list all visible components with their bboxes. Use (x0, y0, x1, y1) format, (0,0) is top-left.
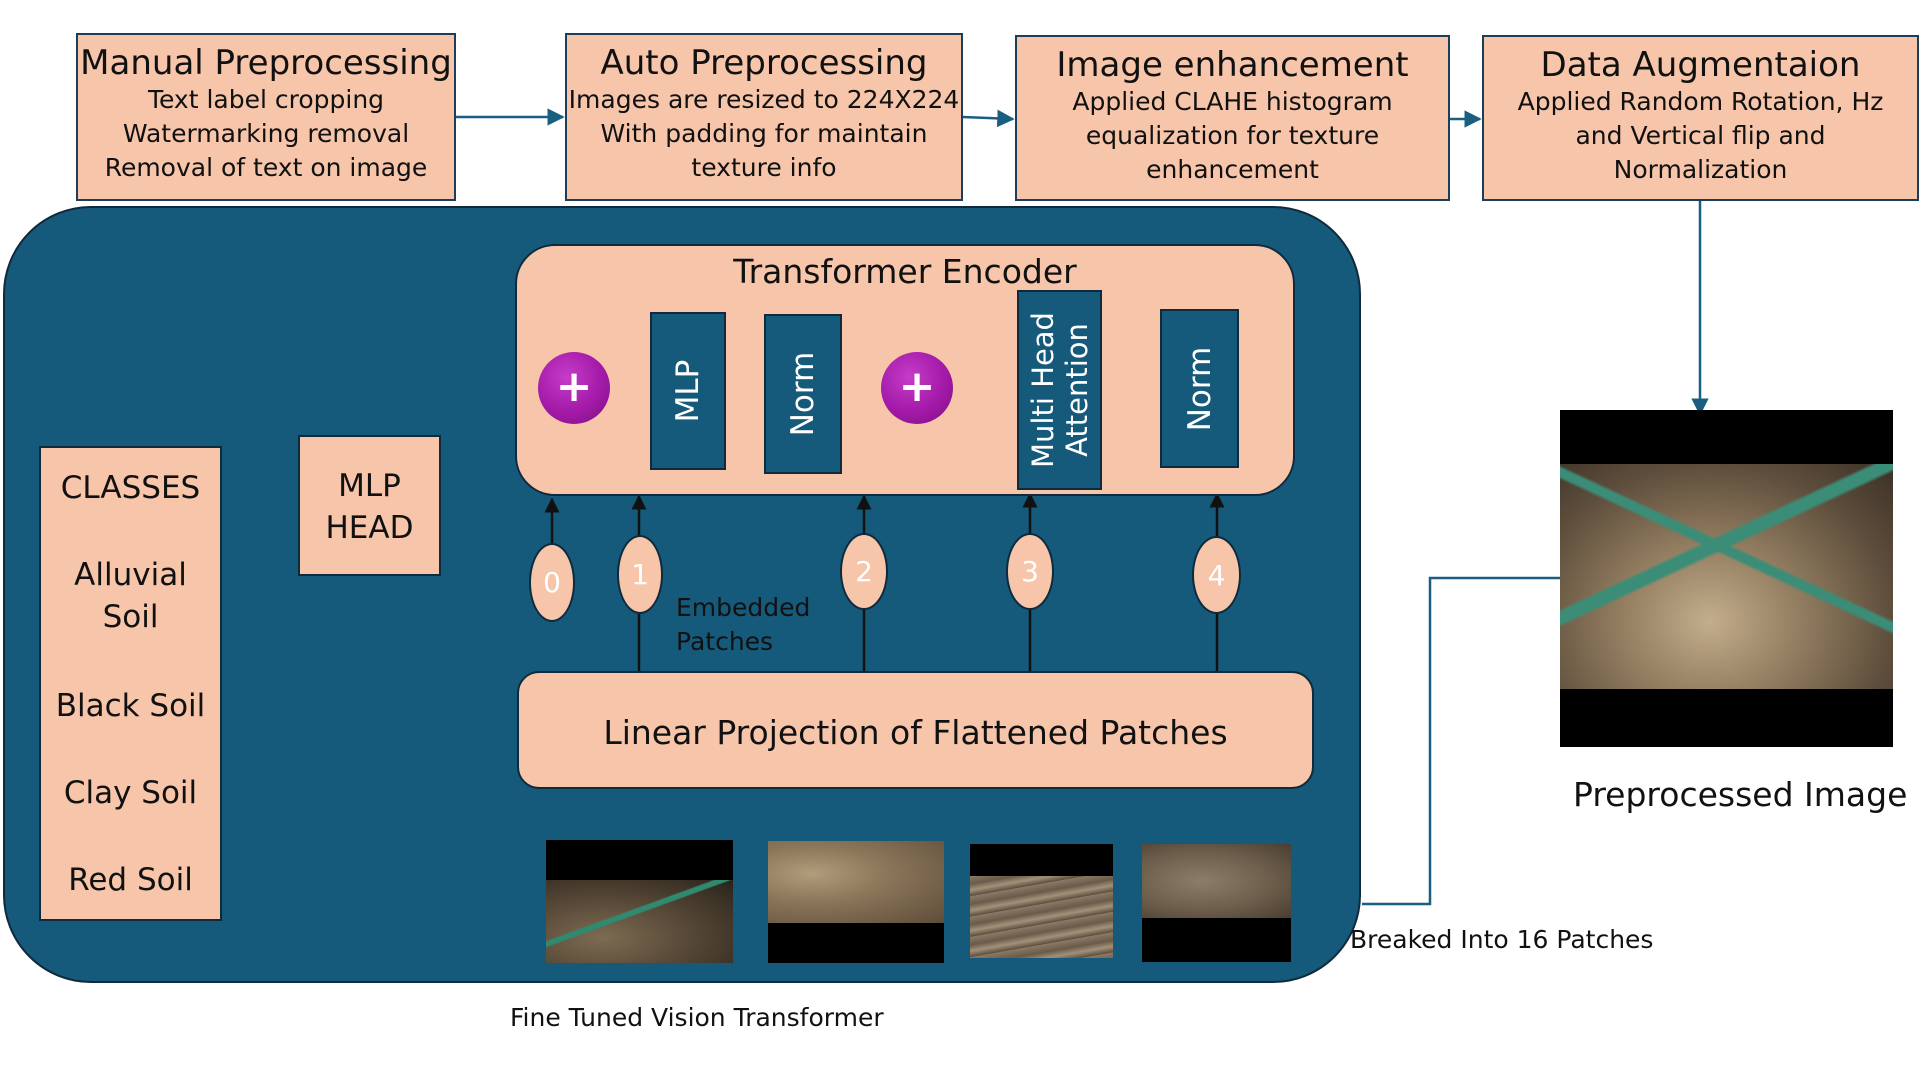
attention-label-text: Multi Head Attention (1025, 312, 1094, 468)
preprocessed-caption: Preprocessed Image (1573, 775, 1908, 814)
stage-line: texture info (691, 153, 837, 182)
patch-thumbnail-2 (768, 841, 944, 963)
stage-title: Auto Preprocessing (600, 43, 928, 83)
embedded-token-2: 2 (840, 533, 888, 610)
arrow-auto-to-enhance (962, 109, 1015, 128)
mlp-head-label: MLP HEAD (325, 468, 414, 546)
embedded-token-4: 4 (1192, 536, 1241, 614)
norm-block-label: Norm (1181, 346, 1218, 431)
embedded-token-3: 3 (1006, 533, 1054, 610)
mlp-block: MLP (650, 312, 726, 470)
patch-image-content (546, 880, 733, 963)
attention-block-label: Multi Head Attention (1026, 312, 1094, 468)
norm-block-label: Norm (785, 351, 821, 437)
stage-title: Data Augmentaion (1540, 45, 1861, 85)
patch-image-content (970, 876, 1113, 958)
stage-line: and Vertical flip and (1575, 121, 1826, 150)
linear-projection-label: Linear Projection of Flattened Patches (603, 713, 1228, 752)
embedded-token-0: 0 (529, 543, 575, 622)
class-item-black: Black Soil (55, 688, 206, 724)
stage-auto-preprocessing: Auto Preprocessing Images are resized to… (565, 33, 963, 201)
stage-line: Applied Random Rotation, Hz (1517, 87, 1884, 116)
stage-title: Image enhancement (1056, 45, 1409, 85)
patch-image-content (1142, 844, 1291, 918)
norm-block-1: Norm (1160, 309, 1239, 468)
stage-line: Images are resized to 224X224 (568, 85, 960, 114)
norm-block-2: Norm (764, 314, 842, 474)
patches-caption: Breaked Into 16 Patches (1350, 925, 1654, 954)
patch-image-content (768, 841, 944, 923)
encoder-title: Transformer Encoder (733, 252, 1077, 291)
embedded-token-1: 1 (617, 535, 663, 614)
class-item-alluvial: Alluvial Soil (74, 557, 187, 635)
classes-title: CLASSES (60, 470, 201, 506)
multi-head-attention-block: Multi Head Attention (1017, 290, 1102, 490)
stage-line: Watermarking removal (122, 119, 410, 148)
embedded-patches-label: Embedded Patches (676, 593, 811, 656)
residual-add-2: + (538, 352, 610, 424)
connector-image-to-patches (1362, 576, 1560, 906)
class-item-red: Red Soil (68, 862, 193, 898)
class-item-clay: Clay Soil (63, 775, 198, 811)
stage-line: With padding for maintain (600, 119, 928, 148)
stage-line: Text label cropping (147, 85, 385, 114)
mlp-head-block: MLP HEAD (298, 435, 441, 576)
patch-thumbnail-3 (970, 844, 1113, 958)
stage-line: Removal of text on image (104, 153, 428, 182)
stage-line: equalization for texture (1085, 121, 1380, 150)
preprocessed-image-content (1560, 464, 1893, 689)
stage-data-augmentation: Data Augmentaion Applied Random Rotation… (1482, 35, 1919, 201)
stage-title: Manual Preprocessing (80, 43, 452, 83)
stage-line: enhancement (1146, 155, 1319, 184)
stage-line: Applied CLAHE histogram (1072, 87, 1393, 116)
residual-add-1: + (881, 352, 953, 424)
patch-thumbnail-4 (1142, 844, 1291, 962)
vit-caption: Fine Tuned Vision Transformer (510, 1003, 884, 1032)
stage-line: Normalization (1613, 155, 1788, 184)
mlp-block-label: MLP (670, 359, 706, 423)
stage-image-enhancement: Image enhancement Applied CLAHE histogra… (1015, 35, 1450, 201)
patch-thumbnail-1 (546, 840, 733, 963)
classes-box: CLASSES Alluvial Soil Black Soil Clay So… (39, 446, 222, 921)
stage-manual-preprocessing: Manual Preprocessing Text label cropping… (76, 33, 456, 201)
preprocessed-image (1560, 410, 1893, 747)
linear-projection-block: Linear Projection of Flattened Patches (517, 671, 1314, 789)
